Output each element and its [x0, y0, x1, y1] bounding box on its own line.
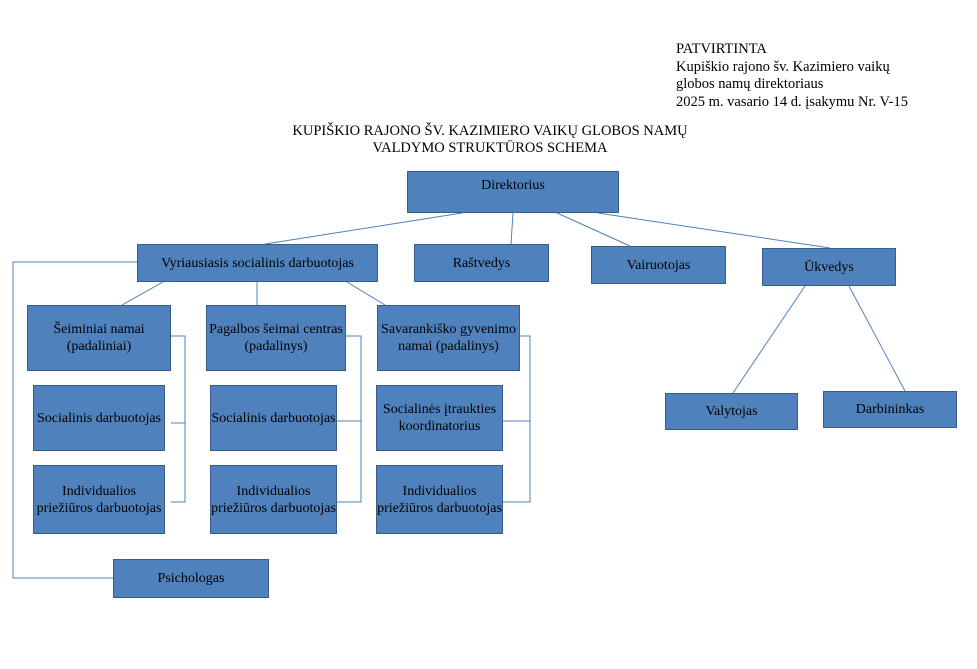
node-socialines-itraukties-koordinatorius: Socialinės įtraukties koordinatorius [376, 385, 503, 451]
node-individualios-prieziuros-darbuotojas-3: Individualios priežiūros darbuotojas [376, 465, 503, 534]
title-line: VALDYMO STRUKTŪROS SCHEMA [372, 140, 608, 156]
node-darbininkas: Darbininkas [823, 391, 957, 428]
node-individualios-prieziuros-darbuotojas-1: Individualios priežiūros darbuotojas [33, 465, 165, 534]
node-valytojas: Valytojas [665, 393, 798, 430]
connector [171, 335, 186, 503]
node-socialinis-darbuotojas-1: Socialinis darbuotojas [33, 385, 165, 451]
node-direktorius: Direktorius [407, 171, 619, 213]
approval-line: Kupiškio rajono šv. Kazimiero vaikų [676, 58, 890, 75]
connector [732, 285, 806, 394]
connector [121, 281, 164, 306]
node-vyriausiasis-socialinis-darbuotojas: Vyriausiasis socialinis darbuotojas [137, 244, 378, 282]
approval-line: 2025 m. vasario 14 d. įsakymu Nr. V-15 [676, 93, 908, 110]
connector [848, 285, 906, 392]
connector [12, 261, 137, 579]
approval-line: PATVIRTINTA [676, 41, 767, 57]
node-vairuotojas: Vairuotojas [591, 246, 726, 284]
node-psichologas: Psichologas [113, 559, 269, 598]
connector [264, 212, 463, 245]
approval-line: globos namų direktoriaus [676, 76, 824, 92]
connector [556, 212, 631, 247]
connector [346, 281, 386, 306]
node-individualios-prieziuros-darbuotojas-2: Individualios priežiūros darbuotojas [210, 465, 337, 534]
node-ukvedys: Ūkvedys [762, 248, 896, 286]
title-line: KUPIŠKIO RAJONO ŠV. KAZIMIERO VAIKŲ GLOB… [292, 123, 688, 139]
node-savarankisko-gyvenimo-namai: Savarankiško gyvenimo namai (padalinys) [377, 305, 520, 371]
connector [510, 212, 514, 245]
connector [337, 335, 362, 503]
node-pagalbos-seimai-centras: Pagalbos šeimai centras (padalinys) [206, 305, 346, 371]
node-rastvedys: Raštvedys [414, 244, 549, 282]
connector [597, 212, 831, 249]
approval-block: PATVIRTINTA Kupiškio rajono šv. Kazimier… [676, 41, 908, 111]
connector [503, 335, 531, 503]
diagram-title: KUPIŠKIO RAJONO ŠV. KAZIMIERO VAIKŲ GLOB… [240, 123, 740, 157]
node-socialinis-darbuotojas-2: Socialinis darbuotojas [210, 385, 337, 451]
node-seiminiai-namai: Šeiminiai namai (padaliniai) [27, 305, 171, 371]
